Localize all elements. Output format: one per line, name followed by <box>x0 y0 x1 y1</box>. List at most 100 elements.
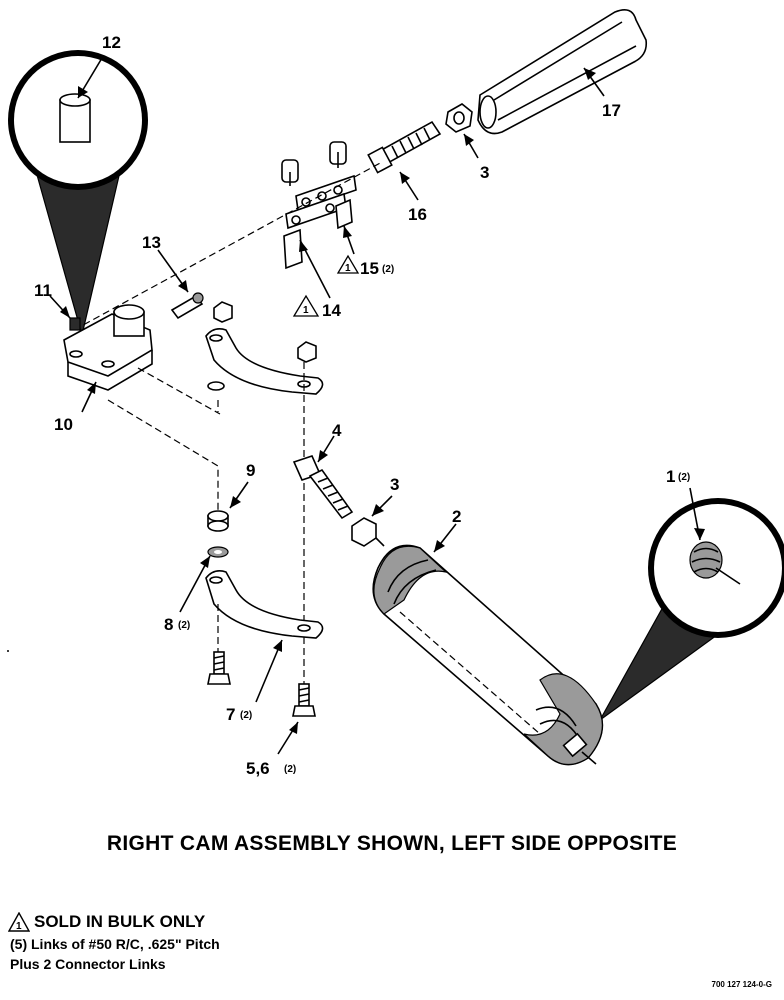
arm-7-hole-2 <box>297 624 311 632</box>
callout-16: 16 <box>408 205 427 224</box>
callout-8-group: 8 (2) <box>164 615 190 634</box>
stray-mark <box>7 650 9 652</box>
callout-14-group: 1 14 <box>292 294 341 320</box>
callout-1: 1 <box>666 467 675 486</box>
mount-boss-10-top <box>113 304 145 320</box>
chain-links <box>281 141 357 299</box>
chain-roller-5 <box>325 203 335 213</box>
cam-arm-17 <box>477 9 648 135</box>
nut-3-lower-stub <box>375 537 385 547</box>
arm-7-hole-1 <box>209 576 223 584</box>
bulk-note-title: SOLD IN BULK ONLY <box>34 912 206 931</box>
adjuster-block-16 <box>367 146 393 174</box>
upper-arm <box>205 301 324 395</box>
arm-plate-upper <box>205 328 324 395</box>
bulk-note-line-1: (5) Links of #50 R/C, .625" Pitch <box>10 936 220 952</box>
chain-roller-4 <box>291 215 301 225</box>
bolt-left <box>207 604 231 685</box>
part-3-lower <box>351 495 393 547</box>
mount-hole-1 <box>69 350 83 358</box>
arrow-8 <box>200 556 210 568</box>
set-screw-11 <box>69 317 81 331</box>
part-9 <box>207 481 249 532</box>
eyebolt-4-threads <box>317 477 349 511</box>
arrow-1 <box>694 528 705 540</box>
callout-9: 9 <box>246 461 255 480</box>
chain-clip-2 <box>335 198 353 230</box>
callout-12: 12 <box>102 33 121 52</box>
note-triangle-15-num: 1 <box>345 263 351 274</box>
callout-7: 7 <box>226 705 235 724</box>
note-triangle-icon: 1 <box>8 912 30 932</box>
arrow-3-upper <box>464 134 474 146</box>
arrow-11 <box>60 306 70 318</box>
cam-arm-17-edges <box>493 21 637 121</box>
callout-2: 2 <box>452 507 461 526</box>
spacer-9-top <box>207 510 229 522</box>
centerline-base-to-9 <box>107 399 219 520</box>
arrow-3-lower <box>372 504 384 516</box>
washer-upper <box>207 381 225 391</box>
bulk-note-title-row: 1 SOLD IN BULK ONLY <box>8 912 220 932</box>
arrow-12 <box>78 86 88 98</box>
bolt-5-threads <box>298 687 310 703</box>
roller-2-end-block <box>562 732 588 758</box>
detail-circle-1 <box>599 487 784 721</box>
callout-5-6-qty: (2) <box>284 764 296 775</box>
exploded-view-diagram: 12 11 13 10 17 3 16 1 15 (2) 1 14 4 3 9 … <box>7 9 784 778</box>
washer-8-hole <box>214 550 222 554</box>
bolt-left-head <box>207 673 231 685</box>
connector-link-top <box>281 141 347 186</box>
part-11 <box>49 295 81 331</box>
mount-hole-2 <box>101 360 115 368</box>
nut-3-lower <box>351 517 377 547</box>
callout-17: 17 <box>602 101 621 120</box>
part-7 <box>205 570 324 703</box>
callout-15-qty: (2) <box>382 264 394 275</box>
arrow-17 <box>584 68 596 80</box>
roller-2-shaft <box>581 751 597 765</box>
bolt-left-threads <box>213 655 225 671</box>
detail-circle-12 <box>8 50 148 336</box>
roller-2-hidden-line <box>399 611 541 735</box>
bulk-note: 1 SOLD IN BULK ONLY (5) Links of #50 R/C… <box>8 912 220 972</box>
drawing-number: 700 127 124-0-G <box>711 980 773 989</box>
arrow-10 <box>87 382 96 394</box>
callout-14: 14 <box>322 301 341 320</box>
bulk-note-line-2: Plus 2 Connector Links <box>10 956 166 972</box>
part-2 <box>372 523 604 766</box>
callout-7-group: 7 (2) <box>226 705 252 724</box>
cam-arm-17-end <box>479 95 497 129</box>
grease-fitting-13-head <box>192 292 204 304</box>
arrow-13 <box>178 280 188 292</box>
callout-5-6: 5,6 <box>246 759 270 778</box>
nut-upper-2 <box>297 341 317 363</box>
centerline-upper <box>73 161 383 331</box>
callout-13: 13 <box>142 233 161 252</box>
adjuster-threads-16 <box>391 127 431 159</box>
callout-11: 11 <box>34 281 52 300</box>
spacer-9-bottom <box>207 520 229 532</box>
arm-plate-7 <box>205 570 324 639</box>
callout-1-qty: (2) <box>678 472 690 483</box>
callout-10: 10 <box>54 415 73 434</box>
part-5-6 <box>277 683 316 755</box>
nut-3-upper-hole <box>453 111 465 125</box>
arrow-5-6 <box>289 722 298 734</box>
callout-1-group: 1 (2) <box>666 467 690 486</box>
bearing-1-ridges <box>691 547 721 573</box>
chain-clip-1 <box>283 228 303 270</box>
arrow-7 <box>273 640 282 652</box>
callout-15: 15 <box>360 259 379 278</box>
arrow-9 <box>230 496 241 508</box>
note-triangle-15 <box>336 254 360 274</box>
centerline-base-to-arm <box>137 367 221 415</box>
part-8 <box>179 546 229 613</box>
callout-3-lower: 3 <box>390 475 399 494</box>
roller-2-ridges-top <box>387 559 437 605</box>
part-4 <box>292 435 354 520</box>
note-triangle-icon-num: 1 <box>16 921 22 932</box>
part-17 <box>477 9 648 135</box>
bearing-1 <box>689 541 723 579</box>
